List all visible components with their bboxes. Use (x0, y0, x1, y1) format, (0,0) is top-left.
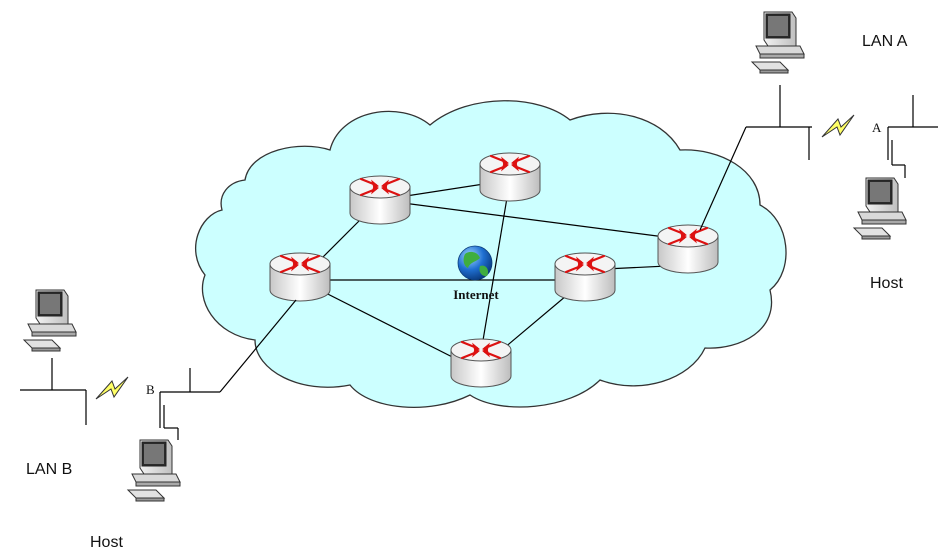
computer-icon (23, 289, 77, 352)
computer-icon (751, 11, 805, 74)
router-icon (268, 251, 332, 303)
router-icon (553, 251, 617, 303)
lightning-icon (95, 376, 129, 400)
internet-label: Internet (453, 287, 499, 302)
router-icon (478, 151, 542, 203)
computer-icon (853, 177, 907, 240)
lightning-icon (821, 114, 855, 138)
lan-a-wiring (699, 85, 938, 231)
link-a-label: A (872, 120, 882, 135)
lan-a-label: LAN A (862, 33, 908, 50)
internet-cloud (195, 100, 787, 408)
lan-b-label: LAN B (26, 461, 72, 478)
globe-icon (457, 245, 493, 281)
router-icon (656, 223, 720, 275)
host-right-label: Host (870, 275, 903, 292)
lan-b-wiring (20, 299, 297, 440)
link-b-label: B (146, 382, 155, 397)
router-icon (449, 337, 513, 389)
computer-icon (127, 439, 181, 502)
router-icon (348, 174, 412, 226)
host-left-label: Host (90, 534, 123, 550)
